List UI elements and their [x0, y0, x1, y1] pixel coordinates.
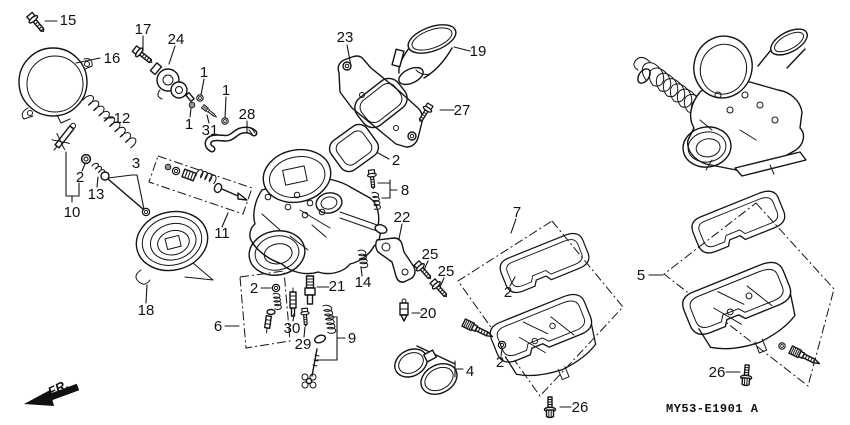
callout-27: 27 [454, 102, 471, 119]
callout-15: 15 [60, 12, 77, 29]
link-arm-22 [375, 237, 416, 283]
callout-9: 9 [348, 330, 356, 347]
carburetor-assembly [633, 28, 808, 177]
pilot-screw-box-6 [239, 270, 291, 349]
callout-2a: 2 [76, 169, 84, 186]
drain-bolt-26a [543, 396, 557, 419]
starter-valve-10 [51, 122, 77, 151]
gasket-2-top [328, 123, 380, 173]
callout-19: 19 [470, 43, 487, 60]
callout-14: 14 [355, 274, 372, 291]
diagram-code: MY53-E1901 A [666, 402, 759, 416]
callout-8: 8 [401, 182, 409, 199]
jet-needle-3 [100, 171, 151, 217]
callout-28: 28 [239, 106, 256, 123]
callout-1b: 1 [222, 82, 230, 99]
float-4 [394, 345, 458, 395]
callout-4: 4 [466, 363, 474, 380]
leader-lines [44, 20, 741, 408]
pan-screw-15 [24, 10, 49, 36]
float-chamber-kit-box-7 [457, 220, 624, 397]
float-chamber-kit-box-5 [663, 190, 835, 387]
spring-14 [357, 249, 369, 269]
vacuum-chamber-cover-16 [18, 47, 93, 124]
callout-11: 11 [214, 225, 230, 242]
float-valve-20 [399, 298, 409, 322]
fuel-tube-28 [204, 126, 258, 153]
callout-2c: 2 [250, 280, 258, 297]
front-direction-arrow: FR. [24, 377, 80, 406]
callout-3: 3 [132, 155, 140, 172]
main-jet-21 [304, 275, 316, 305]
drain-bolt-26b [739, 363, 754, 387]
screw-29 [299, 307, 311, 327]
callout-25a: 25 [422, 246, 439, 263]
callout-10: 10 [64, 204, 81, 221]
o-ring-1c [188, 101, 196, 109]
screw-25b [428, 277, 451, 301]
callout-21: 21 [329, 278, 346, 295]
callout-26b: 26 [709, 364, 726, 381]
callout-2d: 2 [496, 354, 504, 371]
adjuster-spring-9 [301, 304, 337, 389]
callout-22: 22 [394, 209, 411, 226]
fuel-joint-24 [149, 62, 195, 103]
air-funnel-19 [391, 24, 457, 86]
screw-25a [412, 259, 435, 283]
callout-26a: 26 [572, 399, 589, 416]
callout-2b: 2 [392, 152, 400, 169]
needle-jet-30 [289, 287, 297, 317]
callout-6: 6 [214, 318, 222, 335]
callout-29: 29 [295, 336, 312, 353]
callout-23: 23 [337, 29, 354, 46]
callout-24: 24 [168, 31, 185, 48]
callout-5: 5 [637, 267, 645, 284]
screw-set-8 [366, 169, 381, 210]
o-ring-2a [80, 153, 92, 165]
callout-31: 31 [202, 122, 219, 139]
slow-jet-31 [200, 104, 219, 120]
o-ring-1b [221, 117, 229, 125]
callout-2e: 2 [504, 284, 512, 301]
callout-13: 13 [88, 186, 105, 203]
callout-12: 12 [114, 110, 131, 127]
insulator-plate-23 [337, 55, 424, 148]
o-ring-1a [196, 94, 204, 102]
spring-13 [91, 162, 106, 177]
callout-25b: 25 [438, 263, 455, 280]
callout-16: 16 [104, 50, 121, 67]
carburetor-body-center [248, 148, 388, 276]
callout-labels: 15 16 17 24 1 1 1 31 28 12 2 13 10 3 11 … [60, 12, 726, 416]
callout-20: 20 [420, 305, 437, 322]
callout-17: 17 [135, 21, 152, 38]
callout-18: 18 [138, 302, 155, 319]
callout-1a: 1 [200, 64, 208, 81]
diaphragm-18 [135, 210, 214, 285]
piston-kit-box-11 [148, 155, 253, 215]
callout-7: 7 [513, 204, 521, 221]
callout-1c: 1 [185, 116, 193, 133]
callout-30: 30 [284, 320, 301, 337]
